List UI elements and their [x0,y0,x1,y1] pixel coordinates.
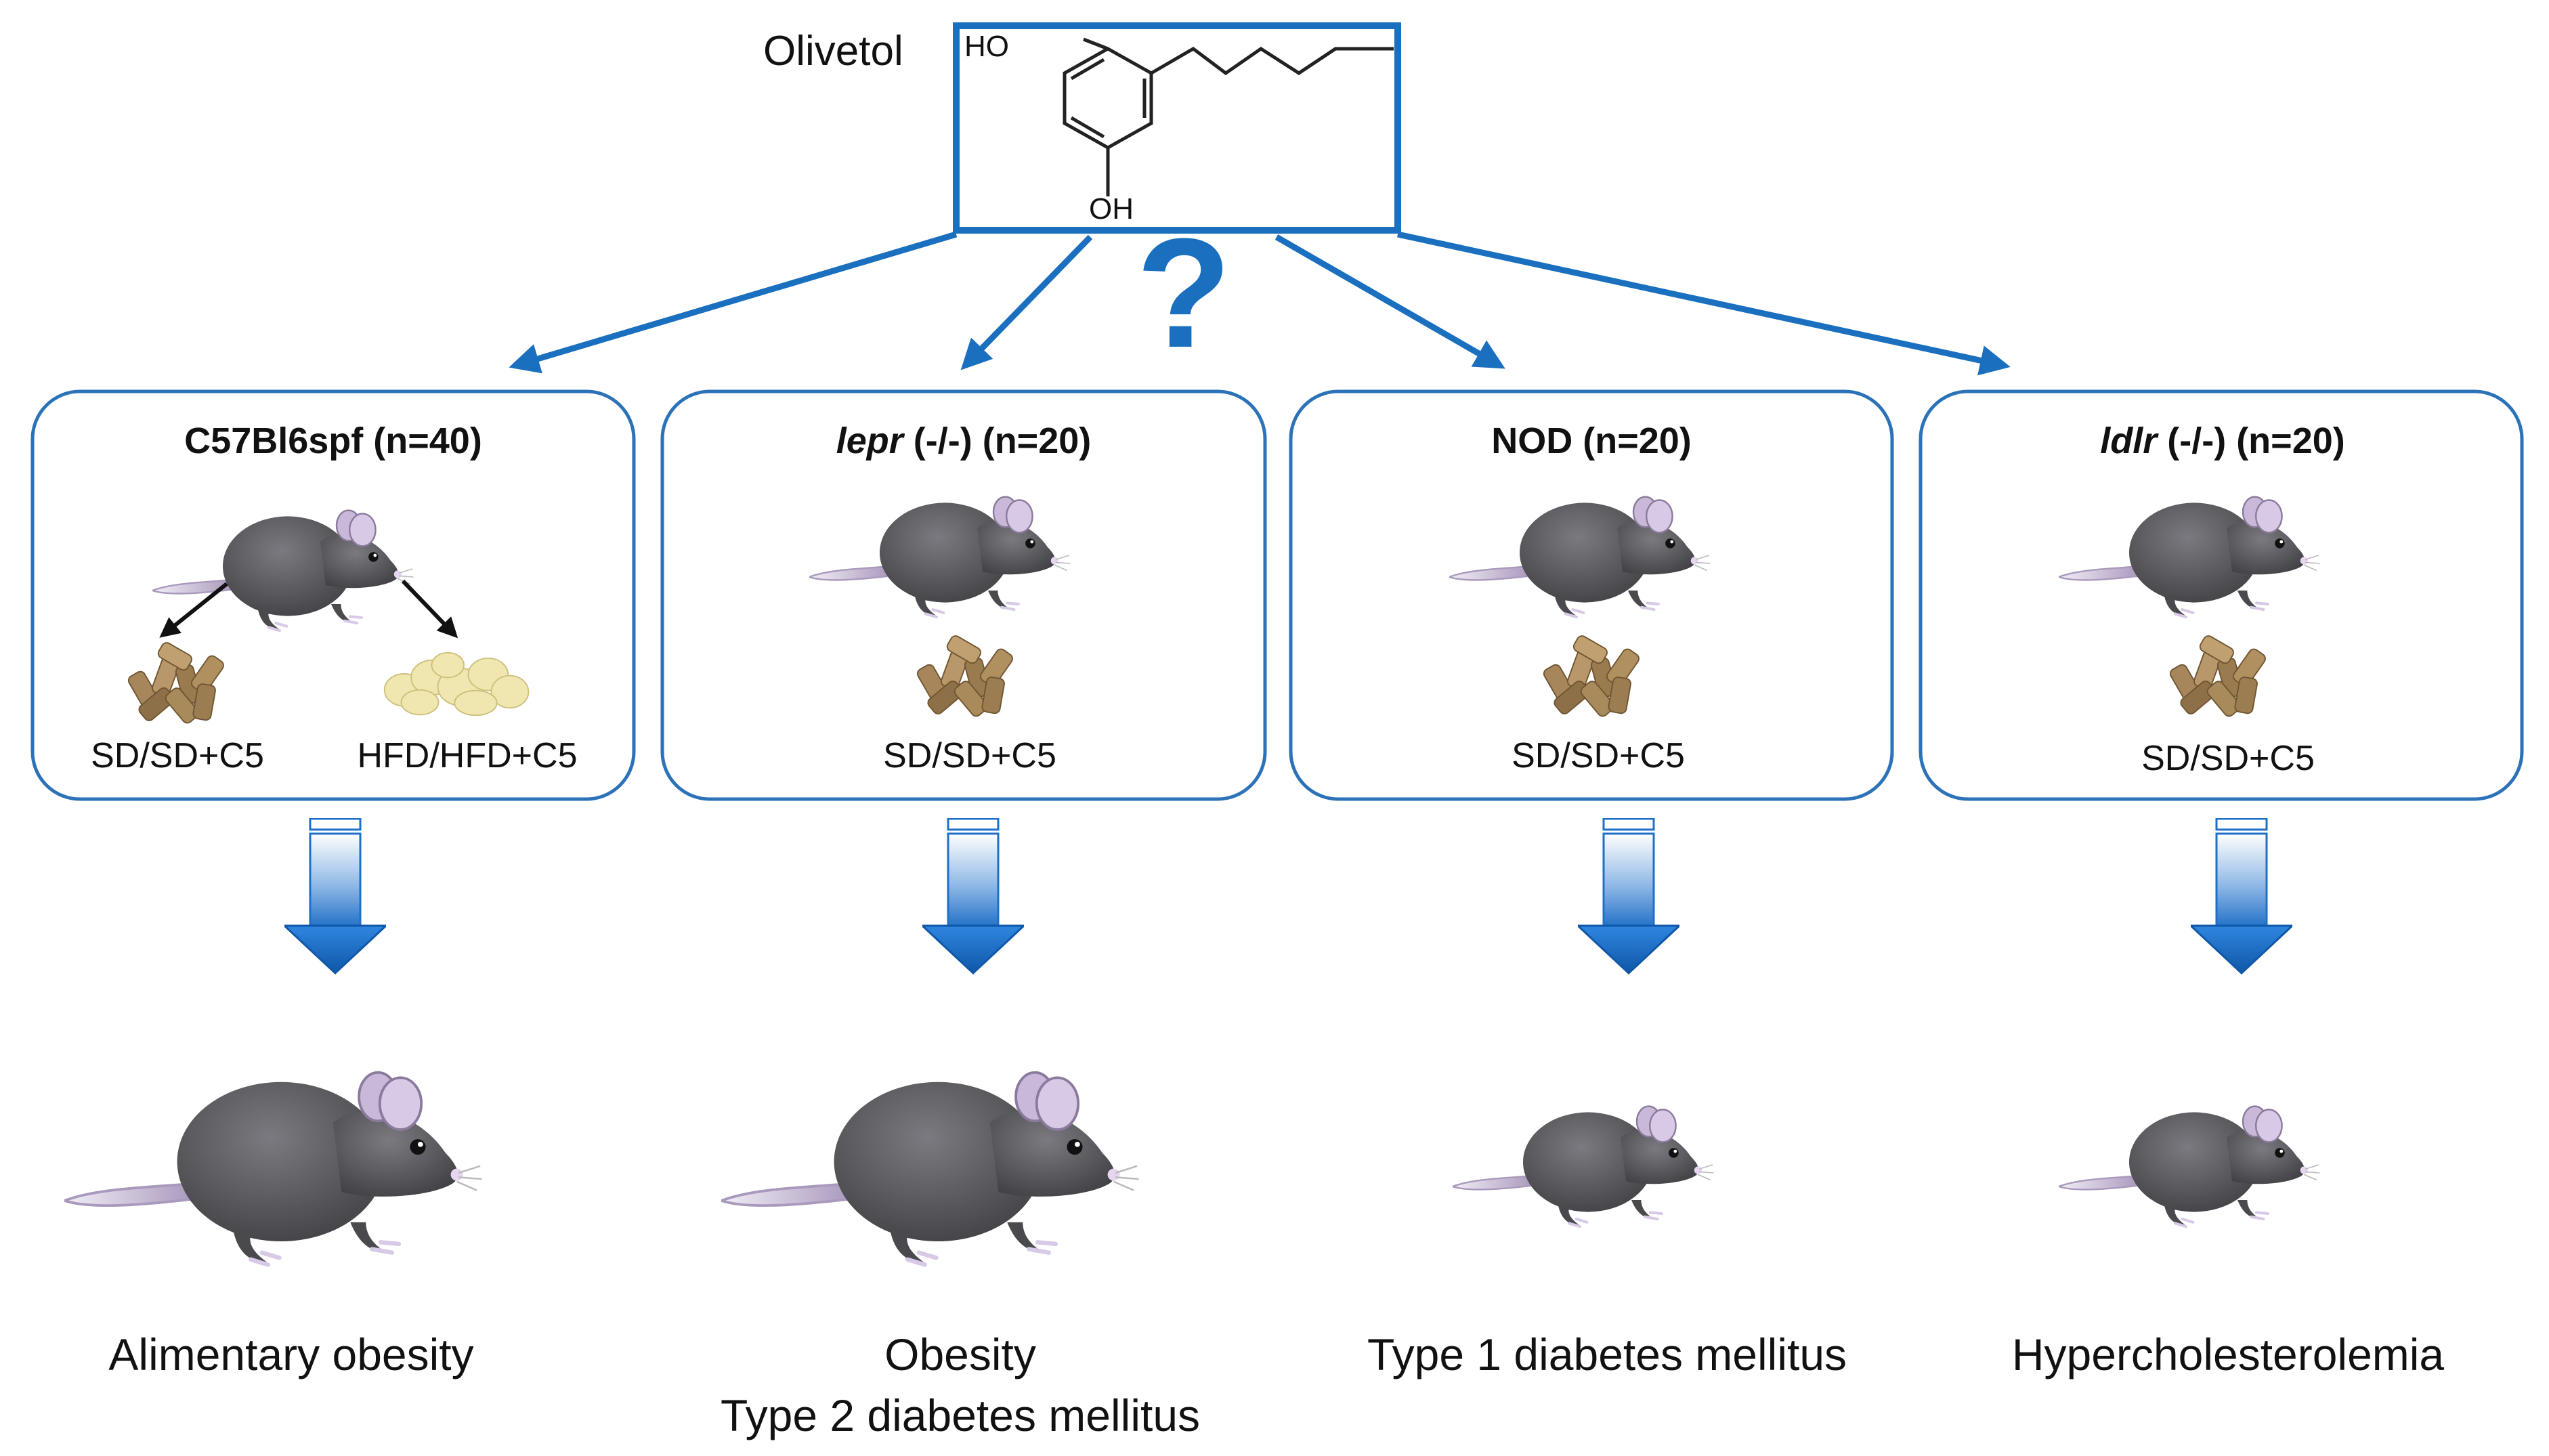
group-title-c57: C57Bl6spf (n=40) [184,420,482,462]
outcome-lepr-line2: Type 2 diabetes mellitus [720,1390,1201,1440]
down-arrow-icon [1578,818,1679,975]
outcome-ldlr: Hypercholesterolemia [2011,1329,2445,1379]
n-label: (-/-) (n=20) [913,421,1092,461]
group-title-ldlr: ldlr (-/-) (n=20) [2100,420,2345,462]
diet-label-sd: SD/SD+C5 [2141,739,2315,778]
arrow-to-c57 [509,231,958,374]
down-arrow-icon [922,818,1024,975]
question-mark: ? [1136,206,1232,380]
arrow-to-lepr [960,234,1093,370]
olivetol-structure [953,22,1401,234]
hydroxyl-label-top: HO [964,30,1009,63]
diet-arrow-sd [159,582,228,638]
hydroxyl-bond-top [1083,37,1109,51]
diet-arrow-hfd [401,579,458,639]
down-arrow-icon [284,818,386,975]
down-arrow-icon [2191,818,2292,975]
n-label: (-/-) (n=20) [2167,421,2345,461]
diet-label-sd: SD/SD+C5 [883,736,1056,775]
outcome-c57: Alimentary obesity [108,1329,474,1379]
pentyl-chain [1150,46,1394,76]
n-label: (n=40) [373,421,482,461]
olivetol-box [953,22,1401,234]
benzene-ring [1063,37,1394,196]
strain-name: lepr [836,421,903,461]
outcome-lepr-line1: Obesity [884,1329,1036,1379]
obese-mouse-icon [64,1073,481,1265]
obese-mouse-icon [721,1073,1138,1265]
strain-name: NOD [1491,421,1573,461]
diet-label-sd: SD/SD+C5 [91,736,264,775]
outcome-nod: Type 1 diabetes mellitus [1367,1329,1847,1379]
branch-arrows [509,231,2011,376]
group-title-lepr: lepr (-/-) (n=20) [836,420,1092,462]
arrow-to-ldlr [1397,231,2011,376]
arrow-to-nod [1274,234,1505,369]
hydroxyl-label-bottom: OH [1089,192,1134,226]
mouse-icon [2059,1105,2321,1228]
strain-name: ldlr [2100,421,2158,461]
n-label: (n=20) [1583,421,1692,461]
strain-name: C57Bl6spf [184,421,364,461]
compound-name: Olivetol [763,28,903,74]
mouse-icon [1453,1105,1715,1228]
group-title-nod: NOD (n=20) [1491,420,1692,462]
diet-label-sd: SD/SD+C5 [1512,736,1685,775]
diet-label-hfd: HFD/HFD+C5 [357,736,578,775]
